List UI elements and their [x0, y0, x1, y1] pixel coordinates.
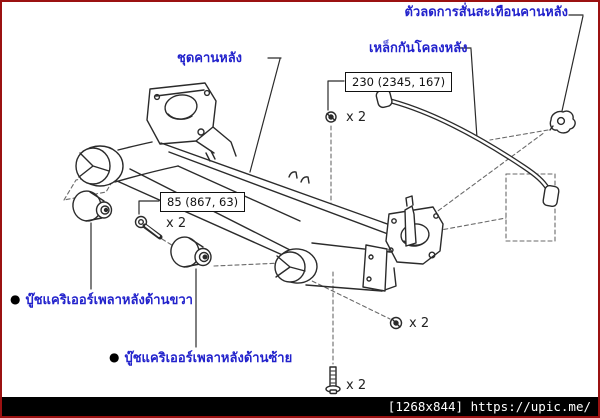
- label-carrier-bushing-right: ●บู๊ชแคริเออร์เพลาหลังด้านขวา: [10, 292, 193, 308]
- qty-carrier-bolt: x 2: [166, 216, 187, 231]
- qty-beam-bolt: x 2: [346, 378, 367, 393]
- stabilizer-nut: [325, 111, 337, 123]
- qty-stabilizer-nut: x 2: [346, 110, 367, 125]
- watermark-text: [1268x844] https://upic.me/: [387, 399, 591, 414]
- leader-lines: [90, 14, 584, 348]
- label-stabilizer-bar: เหล็กกันโคลงหลัง: [369, 41, 468, 56]
- leader-spec-carrier-bolt: [138, 200, 160, 215]
- dashed-eye-to-nut: [305, 277, 391, 320]
- label-damper: ตัวลดการสั่นสะเทือนคานหลัง: [404, 5, 568, 20]
- label-beam-assembly: ชุดคานหลัง: [177, 51, 243, 66]
- carrier-bushing-right-part: [72, 190, 113, 222]
- carrier-nut: [389, 316, 403, 330]
- dashed-bracket-to-damper: [426, 131, 546, 220]
- left-bracket-plate: [146, 82, 217, 145]
- torque-spec-carrier-bolt: 85 (867, 63): [160, 192, 246, 212]
- torque-spec-stabilizer-nut: 230 (2345, 167): [345, 72, 453, 92]
- leader-beam: [249, 57, 282, 173]
- projection-dashed-lines: [63, 125, 556, 365]
- dashed-bushing-to-eye: [213, 262, 283, 267]
- dashed-bolt-to-bushing: [161, 238, 176, 248]
- dashed-bracket-to-rect: [429, 217, 507, 233]
- spindle-plate: [362, 244, 388, 292]
- watermark-bar: [1268x844] https://upic.me/: [2, 397, 598, 416]
- vibration-damper-part: [549, 110, 576, 134]
- leader-damper: [561, 14, 584, 112]
- leader-spec-stabilizer-nut: [327, 80, 345, 111]
- rear-beam-assembly: [75, 82, 444, 292]
- stabilizer-mount-tab: [404, 205, 417, 247]
- leader-stabilizer: [458, 47, 478, 139]
- qty-carrier-nut: x 2: [409, 316, 430, 331]
- carrier-bolt: [134, 215, 163, 240]
- beam-bottom-edge: [116, 180, 288, 258]
- label-carrier-bushing-left: ●บู๊ชแคริเออร์เพลาหลังด้านซ้าย: [109, 350, 293, 366]
- beam-bolt: [325, 366, 341, 395]
- dashed-mount-rect: [505, 173, 556, 242]
- stabilizer-bar: [375, 88, 560, 208]
- dashed-damper-to-bar: [489, 129, 549, 141]
- beam-top-edge: [160, 142, 408, 232]
- bullet-icon: ●: [109, 350, 120, 364]
- stabilizer-bar-right-end: [542, 184, 560, 208]
- carrier-bushing-left-part: [170, 236, 212, 268]
- bullet-icon: ●: [10, 292, 21, 306]
